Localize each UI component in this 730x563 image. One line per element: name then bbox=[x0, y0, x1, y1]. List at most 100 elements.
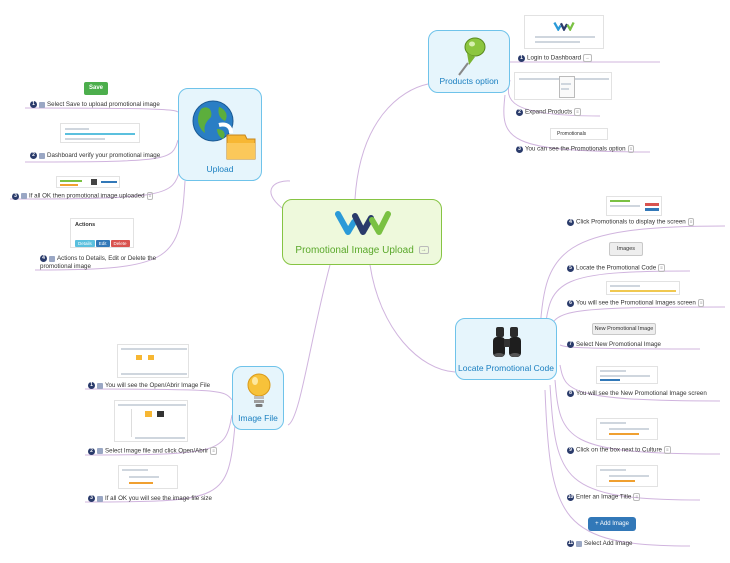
binoculars-icon bbox=[493, 327, 521, 357]
link-locate-11 bbox=[544, 389, 691, 547]
globe-folder-icon bbox=[192, 100, 256, 160]
center-topic[interactable]: Promotional Image Upload → bbox=[282, 199, 442, 265]
edit-button-thumb: Edit bbox=[95, 240, 110, 247]
link-upload-1 bbox=[24, 107, 179, 113]
image-item-1-label: You will see the Open/Abrir Image File bbox=[105, 382, 211, 390]
notes-icon[interactable]: ≡ bbox=[146, 192, 154, 200]
hub-products-option[interactable]: Products option bbox=[428, 30, 510, 93]
save-button-thumb: Save bbox=[84, 82, 108, 95]
hub-products-title: Products option bbox=[439, 76, 499, 86]
link-center-locate bbox=[369, 264, 456, 373]
step-number: 10 bbox=[567, 493, 574, 501]
notes-icon[interactable]: ≡ bbox=[633, 493, 641, 501]
link-locate-7 bbox=[559, 344, 701, 350]
culture-box-thumb bbox=[596, 418, 658, 440]
images-button-thumb: Images bbox=[609, 242, 643, 256]
link-image-2 bbox=[84, 414, 233, 456]
hub-image-file[interactable]: Image File bbox=[232, 366, 284, 430]
center-title: Promotional Image Upload bbox=[295, 245, 414, 256]
add-image-button-label: + Add Image bbox=[595, 521, 629, 527]
delete-button-thumb: Delete bbox=[110, 240, 130, 247]
logo-icon bbox=[335, 211, 391, 235]
actions-title: Actions bbox=[75, 222, 96, 228]
add-image-button-thumb: + Add Image bbox=[588, 517, 636, 531]
new-promotional-image-screen-thumb bbox=[596, 366, 658, 384]
link-center-upload bbox=[270, 180, 291, 209]
notes-icon[interactable]: ≡ bbox=[687, 218, 695, 226]
step-number: 3 bbox=[12, 192, 19, 200]
link-upload-4 bbox=[34, 180, 186, 271]
document-icon bbox=[97, 448, 103, 454]
arrow-right-icon[interactable]: → bbox=[418, 246, 429, 255]
promotionals-option-thumb: Promotionals bbox=[550, 128, 608, 140]
upload-item-2[interactable]: 2 Dashboard verify your promotional image bbox=[30, 152, 160, 160]
step-number: 3 bbox=[516, 145, 523, 153]
image-title-thumb bbox=[596, 465, 658, 487]
hub-upload[interactable]: Upload bbox=[178, 88, 262, 181]
new-promotional-image-button-thumb: New Promotional Image bbox=[592, 323, 656, 335]
image-item-2-label: Select Image file and click Open/Abrir bbox=[105, 447, 209, 455]
link-center-imagefile bbox=[287, 264, 331, 426]
image-file-size-thumb bbox=[118, 465, 178, 489]
locate-item-9-label: Click on the box next to Culture bbox=[576, 446, 662, 454]
locate-item-5-label: Locate the Promotional Code bbox=[576, 264, 657, 272]
upload-item-2-label: Dashboard verify your promotional image bbox=[47, 152, 161, 160]
locate-item-4-label: Click Promotionals to display the screen bbox=[576, 218, 686, 226]
step-number: 8 bbox=[567, 390, 574, 397]
notes-icon[interactable]: ≡ bbox=[697, 299, 705, 307]
notes-icon[interactable]: ≡ bbox=[658, 264, 665, 272]
document-icon bbox=[39, 101, 45, 108]
notes-icon[interactable]: ≡ bbox=[627, 145, 635, 153]
dashboard-verify-thumb bbox=[60, 123, 140, 143]
products-item-2-label: Expand Products bbox=[525, 108, 573, 116]
locate-item-6-label: You will see the Promotional Images scre… bbox=[576, 299, 696, 307]
uploaded-image-thumb bbox=[56, 176, 120, 188]
notes-icon[interactable]: ≡ bbox=[663, 446, 671, 454]
open-file-dialog-thumb bbox=[117, 344, 189, 378]
link-upload-3 bbox=[9, 169, 181, 200]
link-arrow-icon[interactable]: → bbox=[583, 54, 592, 62]
link-products-3 bbox=[503, 94, 651, 153]
step-number: 2 bbox=[30, 152, 37, 159]
step-number: 5 bbox=[567, 264, 574, 272]
upload-item-3-label: If all OK then promotional image uploade… bbox=[29, 192, 145, 200]
upload-item-1-label: Select Save to upload promotional image bbox=[47, 101, 160, 109]
image-item-1[interactable]: 1 You will see the Open/Abrir Image File bbox=[88, 382, 210, 390]
locate-item-7-label: Select New Promotional Image bbox=[576, 341, 661, 349]
locate-item-10-label: Enter an Image Title bbox=[576, 493, 632, 501]
link-locate-8 bbox=[559, 364, 721, 402]
document-icon bbox=[49, 255, 55, 262]
step-number: 4 bbox=[40, 255, 47, 262]
upload-item-3[interactable]: 3 If all OK then promotional image upload… bbox=[12, 192, 154, 200]
notes-icon[interactable]: ≡ bbox=[210, 447, 217, 455]
hub-locate-promotional-code[interactable]: Locate Promotional Code bbox=[455, 318, 557, 380]
logo-icon bbox=[553, 21, 575, 31]
lightbulb-icon bbox=[247, 373, 271, 407]
link-image-1 bbox=[84, 388, 233, 401]
link-locate-10 bbox=[549, 384, 701, 501]
document-icon bbox=[39, 152, 45, 159]
images-button-label: Images bbox=[616, 246, 636, 252]
step-number: 1 bbox=[88, 382, 95, 389]
step-number: 6 bbox=[567, 299, 574, 307]
link-upload-2 bbox=[24, 139, 179, 163]
locate-item-8-label: You will see the New Promotional Image s… bbox=[576, 390, 707, 398]
hub-locate-title: Locate Promotional Code bbox=[458, 363, 554, 373]
step-number: 4 bbox=[567, 218, 574, 226]
notes-icon[interactable]: ≡ bbox=[574, 108, 581, 116]
